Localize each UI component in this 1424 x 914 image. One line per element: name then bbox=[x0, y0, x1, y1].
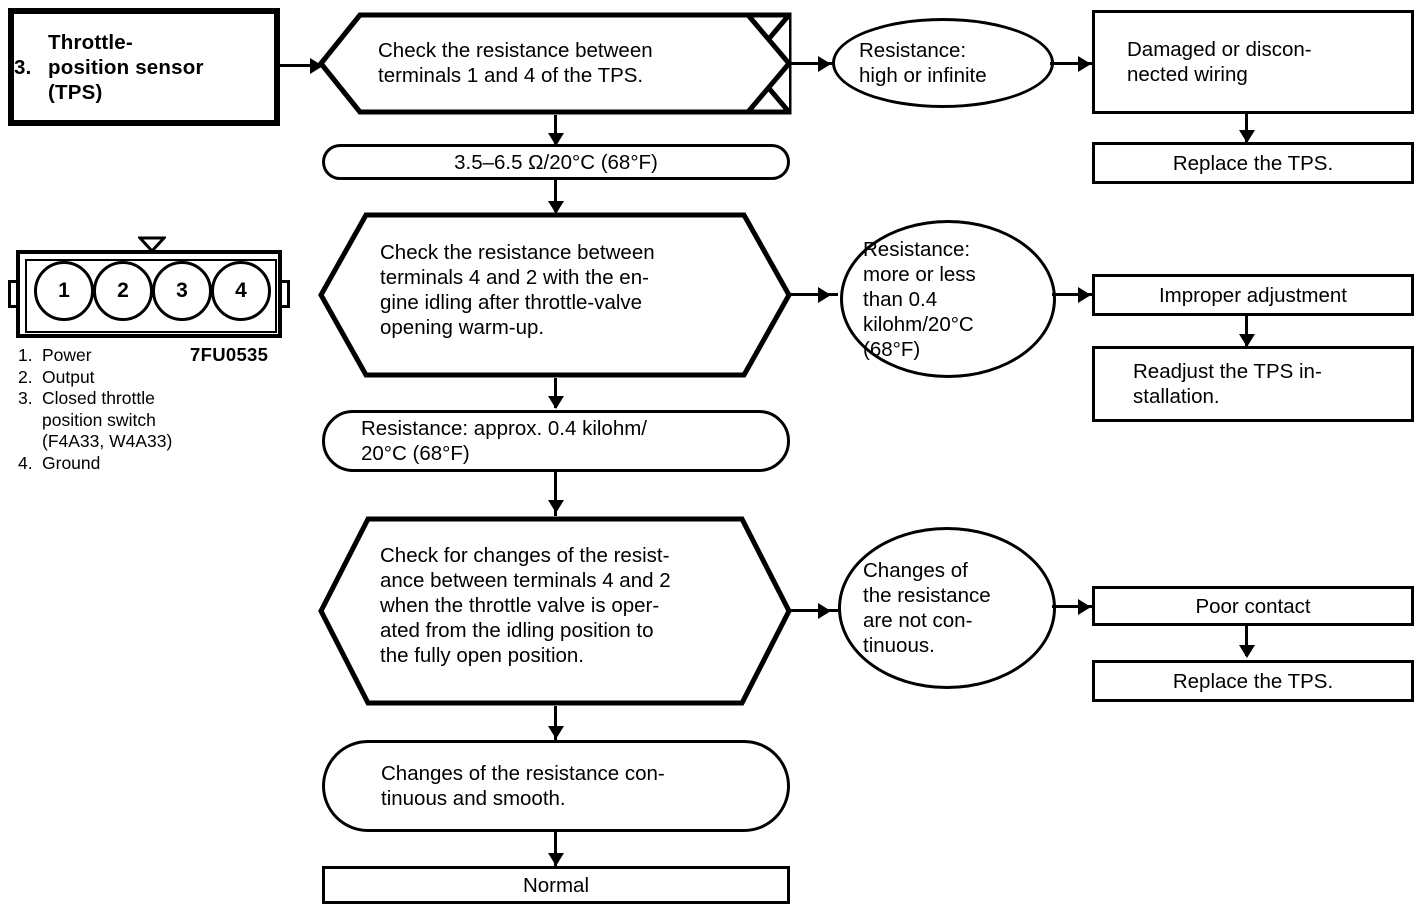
arrow-cause3-to-action3 bbox=[1238, 645, 1255, 658]
start-block-label: Throttle- position sensor (TPS) bbox=[48, 30, 204, 104]
legend-item-1-number: 1. bbox=[18, 345, 33, 365]
start-block-number: 3. bbox=[14, 55, 32, 79]
action-readjust-tps-label: Readjust the TPS in- stallation. bbox=[1133, 360, 1322, 408]
spec-resistance-2-label: Resistance: approx. 0.4 kilohm/ 20°C (68… bbox=[361, 417, 647, 465]
arrow-result3-to-cause3 bbox=[1078, 598, 1091, 615]
result-resistance-high-infinite-label: Resistance: high or infinite bbox=[859, 39, 987, 87]
connector-check2-to-result2 bbox=[786, 293, 838, 296]
result-resistance-off-spec: Resistance: more or less than 0.4 kilohm… bbox=[840, 220, 1056, 378]
action-replace-tps-1-label: Replace the TPS. bbox=[1172, 151, 1334, 175]
action-replace-tps-2-label: Replace the TPS. bbox=[1172, 669, 1334, 693]
decision-check-resistance-1: Check the resistance between terminals 1… bbox=[318, 12, 792, 115]
legend-item-2-number: 2. bbox=[18, 366, 33, 387]
connector-pin-4-label: 4 bbox=[235, 279, 247, 302]
legend-item-3-number: 3. bbox=[18, 388, 33, 408]
spec-resistance-1-label: 3.5–6.5 Ω/20°C (68°F) bbox=[454, 150, 658, 174]
arrow-spec3-to-normal bbox=[547, 853, 564, 866]
arrow-check1-to-spec1 bbox=[547, 133, 564, 146]
connector-pin-3-label: 3 bbox=[176, 279, 188, 302]
cause-damaged-wiring-label: Damaged or discon- nected wiring bbox=[1127, 38, 1312, 86]
cause-poor-contact: Poor contact bbox=[1092, 586, 1414, 626]
legend-item-4-number: 4. bbox=[18, 452, 33, 473]
connector-pin-1-label: 1 bbox=[58, 279, 70, 302]
connector-legend: 1. Power 2. Output 3. Closed throttle po… bbox=[18, 345, 288, 474]
connector-pin-2-label: 2 bbox=[117, 279, 129, 302]
cause-poor-contact-label: Poor contact bbox=[1195, 594, 1311, 618]
arrow-check1-to-result1 bbox=[818, 55, 831, 72]
connector-pin-3: 3 bbox=[152, 261, 212, 321]
start-block-tps: 3. Throttle- position sensor (TPS) bbox=[8, 8, 280, 126]
legend-item-2: 2. Output bbox=[18, 367, 288, 389]
legend-item-1-label: Power bbox=[42, 345, 92, 365]
connector-cause3-to-action3 bbox=[1245, 626, 1248, 656]
decision-check-resistance-1-label: Check the resistance between terminals 1… bbox=[378, 39, 653, 87]
action-replace-tps-2: Replace the TPS. bbox=[1092, 660, 1414, 702]
action-replace-tps-1: Replace the TPS. bbox=[1092, 142, 1414, 184]
arrow-result1-to-cause1 bbox=[1078, 55, 1091, 72]
connector-spec3-to-normal bbox=[554, 832, 557, 866]
spec-resistance-1: 3.5–6.5 Ω/20°C (68°F) bbox=[322, 144, 790, 180]
connector-cause1-to-action1 bbox=[1245, 114, 1248, 142]
connector-result3-to-cause3 bbox=[1052, 605, 1096, 608]
action-readjust-tps: Readjust the TPS in- stallation. bbox=[1092, 346, 1414, 422]
connector-check2-to-spec2 bbox=[554, 378, 557, 408]
decision-check-resistance-changes: Check for changes of the resist- ance be… bbox=[318, 516, 792, 706]
connector-result1-to-cause1 bbox=[1050, 62, 1096, 65]
spec-changes-continuous: Changes of the resistance con- tinuous a… bbox=[322, 740, 790, 832]
connector-cause2-to-action2 bbox=[1245, 316, 1248, 346]
legend-item-3-label: Closed throttle position switch (F4A33, … bbox=[42, 388, 173, 451]
legend-item-3: 3. Closed throttle position switch (F4A3… bbox=[18, 388, 288, 453]
decision-check-resistance-2: Check the resistance between terminals 4… bbox=[318, 212, 792, 378]
arrow-result2-to-cause2 bbox=[1078, 286, 1091, 303]
result-resistance-high-infinite: Resistance: high or infinite bbox=[832, 18, 1054, 108]
result-normal: Normal bbox=[322, 866, 790, 904]
cause-improper-adjustment-label: Improper adjustment bbox=[1158, 283, 1347, 307]
result-changes-not-continuous-label: Changes of the resistance are not con- t… bbox=[863, 559, 991, 657]
result-changes-not-continuous: Changes of the resistance are not con- t… bbox=[838, 527, 1056, 689]
connector-pin-4: 4 bbox=[211, 261, 271, 321]
connector-index-marker-icon bbox=[138, 236, 166, 252]
result-normal-label: Normal bbox=[522, 873, 590, 897]
result-resistance-off-spec-label: Resistance: more or less than 0.4 kilohm… bbox=[863, 237, 976, 361]
connector-check1-to-spec1 bbox=[554, 115, 557, 144]
connector-pin-2: 2 bbox=[93, 261, 153, 321]
arrow-check2-to-result2 bbox=[818, 286, 831, 303]
connector-diagram: 1 2 3 4 bbox=[8, 236, 298, 346]
decision-check-resistance-changes-label: Check for changes of the resist- ance be… bbox=[380, 544, 671, 667]
arrow-cause1-to-action1 bbox=[1238, 130, 1255, 143]
legend-item-1: 1. Power bbox=[18, 345, 288, 367]
arrow-check3-to-result3 bbox=[818, 602, 831, 619]
arrow-spec1-to-check2 bbox=[547, 201, 564, 214]
connector-result2-to-cause2 bbox=[1052, 293, 1096, 296]
connector-check3-to-result3 bbox=[786, 609, 838, 612]
cause-improper-adjustment: Improper adjustment bbox=[1092, 274, 1414, 316]
arrow-check3-to-spec3 bbox=[547, 726, 564, 739]
connector-pin-1: 1 bbox=[34, 261, 94, 321]
part-code: 7FU0535 bbox=[190, 344, 269, 365]
arrow-spec2-to-check3 bbox=[547, 500, 564, 513]
legend-item-4: 4. Ground bbox=[18, 453, 288, 475]
legend-item-4-label: Ground bbox=[42, 452, 101, 473]
connector-spec2-to-check3 bbox=[554, 472, 557, 516]
spec-changes-continuous-label: Changes of the resistance con- tinuous a… bbox=[381, 762, 665, 810]
arrow-check2-to-spec2 bbox=[547, 396, 564, 409]
cause-damaged-wiring: Damaged or discon- nected wiring bbox=[1092, 10, 1414, 114]
decision-check-resistance-2-label: Check the resistance between terminals 4… bbox=[380, 241, 655, 339]
spec-resistance-2: Resistance: approx. 0.4 kilohm/ 20°C (68… bbox=[322, 410, 790, 472]
connector-check1-to-result1 bbox=[786, 62, 836, 65]
legend-item-2-label: Output bbox=[42, 366, 95, 387]
connector-start-to-check1 bbox=[280, 64, 328, 67]
arrow-cause2-to-action2 bbox=[1238, 334, 1255, 347]
connector-spec1-to-check2 bbox=[554, 180, 557, 212]
connector-check3-to-spec3 bbox=[554, 706, 557, 740]
